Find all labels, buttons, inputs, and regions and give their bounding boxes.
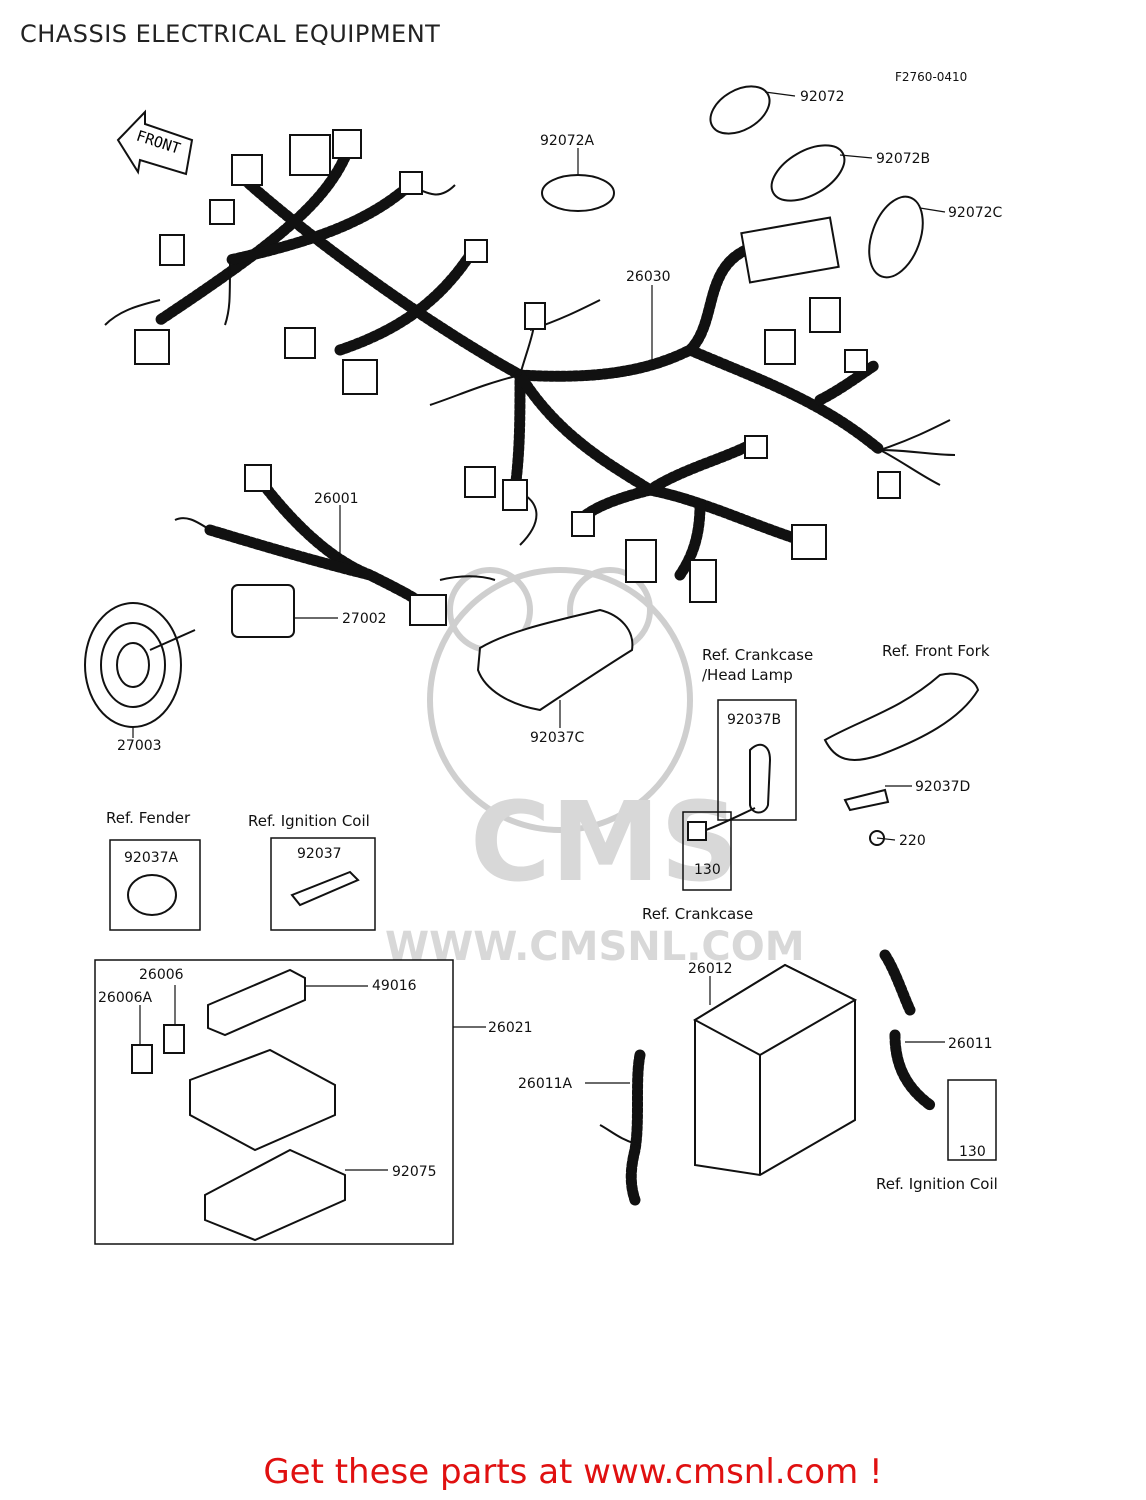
label-92037d: 92037D [915, 779, 970, 795]
page-title: CHASSIS ELECTRICAL EQUIPMENT [20, 20, 441, 48]
band-92072c [868, 195, 924, 279]
footer-link[interactable]: Get these parts at www.cmsnl.com ! [263, 1452, 883, 1492]
label-92037c: 92037C [530, 730, 585, 746]
label-27002: 27002 [342, 611, 387, 627]
label-92072c: 92072C [948, 205, 1003, 221]
label-26021: 26021 [488, 1020, 533, 1036]
label-26001: 26001 [314, 491, 359, 507]
label-92072a: 92072A [540, 133, 595, 149]
label-26012: 26012 [688, 961, 733, 977]
label-92072b: 92072B [876, 151, 930, 167]
sub-harness-26001 [174, 464, 496, 626]
label-26030: 26030 [626, 269, 671, 285]
label-27003: 27003 [117, 738, 162, 754]
ref-box-92037b [717, 699, 797, 821]
ref-front-fork: Ref. Front Fork [882, 642, 990, 660]
band-92072a [541, 174, 615, 212]
label-92037b: 92037B [727, 712, 781, 728]
label-130b: 130 [959, 1144, 986, 1160]
watermark-url: WWW.CMSNL.COM [385, 924, 805, 970]
label-26006: 26006 [139, 967, 184, 983]
band-92072b [770, 144, 846, 202]
horn-27003 [84, 602, 196, 728]
front-arrow: FRONT [116, 109, 194, 176]
cover-92037c [476, 608, 634, 712]
label-92072: 92072 [800, 89, 845, 105]
terminal-92037 [290, 870, 360, 907]
bolt-130 [687, 821, 707, 841]
ref-crankcase-head-lamp-line2: /Head Lamp [702, 666, 793, 684]
label-26011: 26011 [948, 1036, 993, 1052]
relay-27002 [231, 584, 295, 638]
parts-diagram: CMS WWW.CMSNL.COM FRONT [84, 85, 1003, 1245]
ref-box-92037 [270, 837, 376, 931]
battery-26012 [692, 963, 858, 1177]
fuse-box-26021 [131, 968, 346, 1242]
ref-crankcase: Ref. Crankcase [642, 905, 753, 923]
label-130a: 130 [694, 862, 721, 878]
label-26011a: 26011A [518, 1076, 573, 1092]
main-harness-26030 [104, 129, 956, 603]
watermark-logo: CMS [470, 778, 739, 906]
ref-box-92037a [109, 839, 201, 931]
figure-code: F2760-0410 [895, 70, 968, 84]
label-220: 220 [899, 833, 926, 849]
ref-ignition-coil-b: Ref. Ignition Coil [876, 1175, 998, 1193]
ref-fender: Ref. Fender [106, 809, 191, 827]
clamp-92037d [843, 788, 890, 812]
ref-ignition-coil-a: Ref. Ignition Coil [248, 812, 370, 830]
ref-box-130a [682, 811, 732, 891]
band-92072 [709, 85, 771, 135]
holder-92037a [127, 874, 177, 916]
cable-26011 [879, 949, 936, 1111]
label-92037: 92037 [297, 846, 342, 862]
ref-box-26021 [94, 959, 454, 1245]
front-fork-bracket [823, 672, 980, 761]
leader-lines [132, 91, 946, 1171]
ref-crankcase-head-lamp-line1: Ref. Crankcase [702, 646, 813, 664]
label-49016: 49016 [372, 978, 417, 994]
cable-26011a [625, 1049, 646, 1206]
ref-box-130b [947, 1079, 997, 1161]
label-92075: 92075 [392, 1164, 437, 1180]
watermark: CMS WWW.CMSNL.COM [385, 567, 805, 970]
label-92037a: 92037A [124, 850, 179, 866]
label-26006a: 26006A [98, 990, 153, 1006]
clamp-92037b [749, 743, 772, 814]
